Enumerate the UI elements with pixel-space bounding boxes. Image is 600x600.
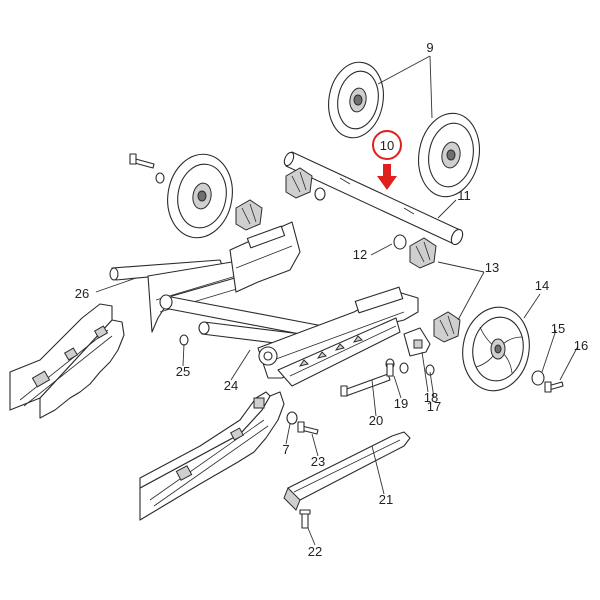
idler-wheel-right [418, 112, 480, 198]
bushing-left [235, 199, 263, 231]
callout-23: 23 [311, 454, 325, 469]
bushing-mid [409, 237, 437, 269]
left-rail [9, 303, 125, 419]
suspension-frame [109, 221, 431, 387]
wear-strip [283, 431, 411, 511]
callout-19: 19 [394, 396, 408, 411]
callout-21: 21 [379, 492, 393, 507]
bushing-upper [285, 167, 313, 199]
bushing-lower [433, 311, 461, 343]
idler-wheel-left [167, 153, 233, 239]
callout-10: 10 [380, 138, 394, 153]
callout-9: 9 [426, 40, 433, 55]
callout-18: 18 [424, 390, 438, 405]
hardware [129, 153, 564, 529]
right-rail [139, 391, 285, 521]
callout-15: 15 [551, 321, 565, 336]
callout-16: 16 [574, 338, 588, 353]
callout-24: 24 [224, 378, 238, 393]
callout-12: 12 [353, 247, 367, 262]
callout-20: 20 [369, 413, 383, 428]
callout-13: 13 [485, 260, 499, 275]
callout-17: 17 [427, 399, 441, 414]
idler-wheel-upper [328, 61, 384, 139]
callout-22: 22 [308, 544, 322, 559]
leader-lines [95, 55, 579, 546]
callout-11: 11 [457, 188, 471, 203]
callout-labels: 9 10 11 12 13 14 15 16 17 18 19 20 21 22… [75, 40, 588, 559]
callout-7: 7 [282, 442, 289, 457]
callout-14: 14 [535, 278, 549, 293]
callout-26: 26 [75, 286, 89, 301]
highlight-marker [372, 130, 402, 190]
callout-25: 25 [176, 364, 190, 379]
highlight-ring [372, 130, 402, 160]
highlight-arrow [377, 164, 397, 190]
axle-shaft [283, 151, 464, 246]
idler-wheel-14 [462, 306, 530, 392]
